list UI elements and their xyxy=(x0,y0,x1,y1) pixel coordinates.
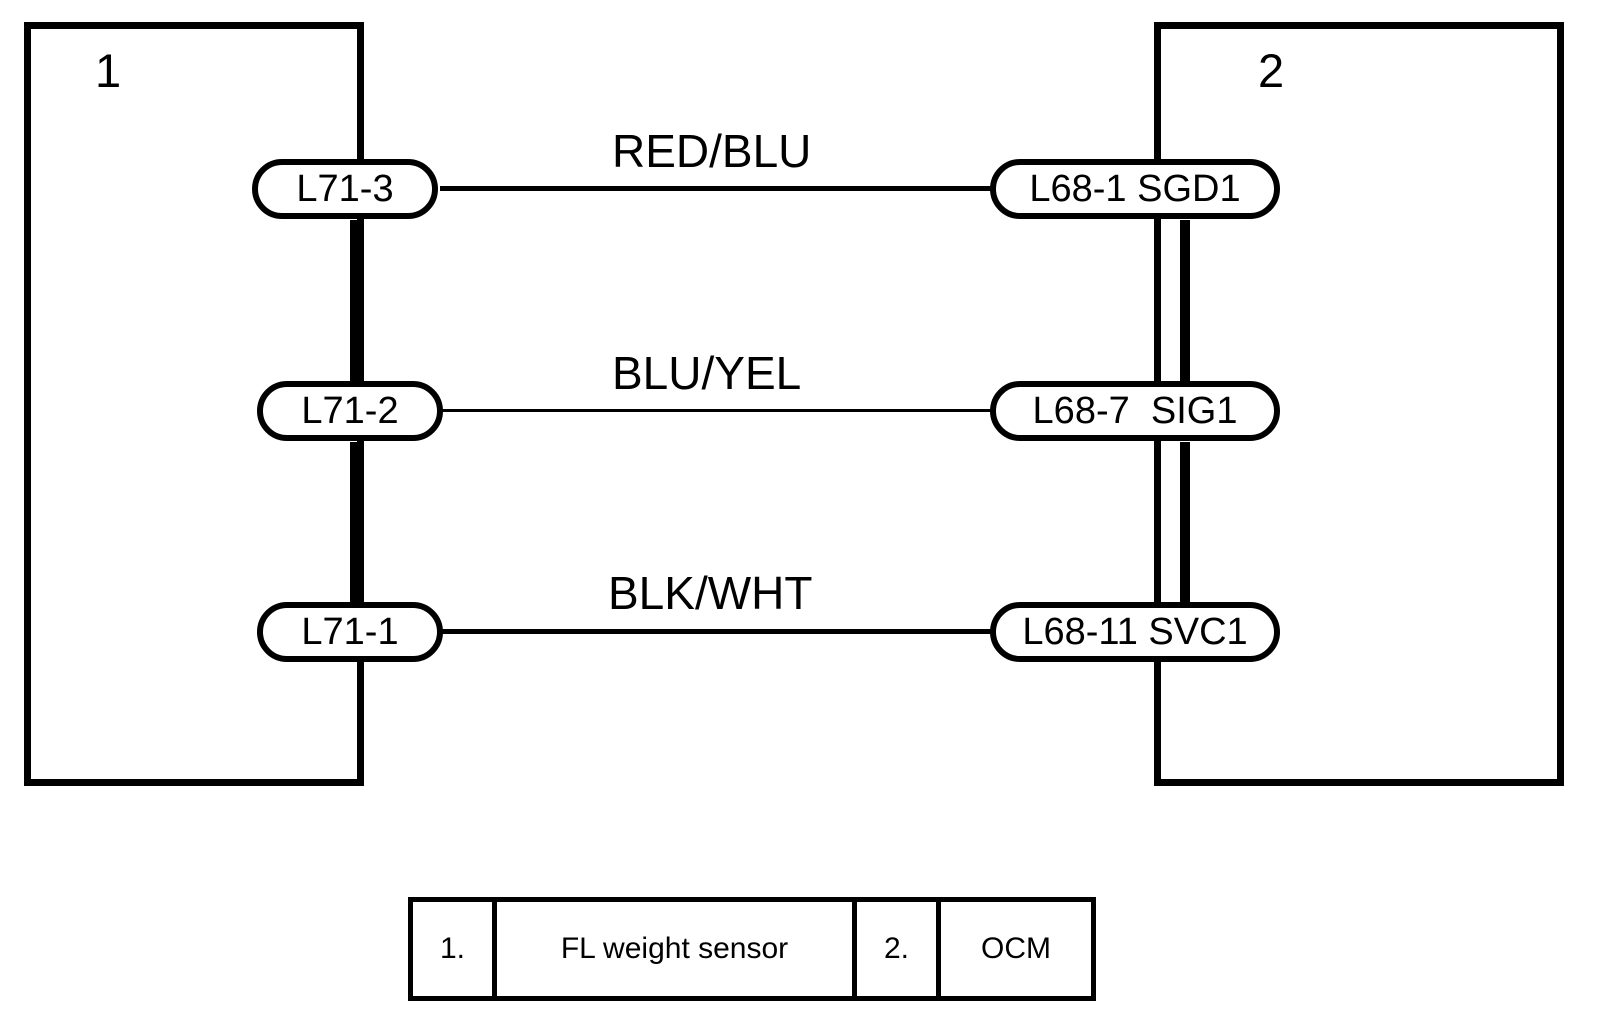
left-bus-segment-bottom xyxy=(350,442,360,614)
terminal-l71-2[interactable]: L71-2 xyxy=(257,381,443,441)
legend-name-2: OCM xyxy=(981,932,1051,965)
legend-name-1: FL weight sensor xyxy=(497,902,857,996)
component-number-2: 2 xyxy=(1258,44,1285,97)
legend-ref-2: 2. xyxy=(857,902,941,996)
terminal-l71-3[interactable]: L71-3 xyxy=(252,159,438,219)
terminal-l68-1-sgd1[interactable]: L68-1 SGD1 xyxy=(990,159,1280,219)
right-bus-segment-top xyxy=(1180,220,1190,392)
component-number-1: 1 xyxy=(95,44,122,97)
terminal-l71-1[interactable]: L71-1 xyxy=(257,602,443,662)
terminal-l68-11-svc1[interactable]: L68-11 SVC1 xyxy=(990,602,1280,662)
wire-line-blk-wht xyxy=(440,629,1000,634)
wire-label-blk-wht: BLK/WHT xyxy=(608,567,813,619)
wire-line-blu-yel xyxy=(442,409,998,412)
wire-label-blu-yel: BLU/YEL xyxy=(612,347,802,399)
terminal-l68-7-sig1[interactable]: L68-7 SIG1 xyxy=(990,381,1280,441)
wire-label-red-blu: RED/BLU xyxy=(612,125,812,177)
legend-table: 1. FL weight sensor 2. OCM xyxy=(408,897,1096,1001)
wire-line-red-blu xyxy=(440,186,1000,191)
right-bus-segment-bottom xyxy=(1180,442,1190,614)
left-bus-segment-top xyxy=(350,220,360,392)
legend-ref-1: 1. xyxy=(413,902,497,996)
